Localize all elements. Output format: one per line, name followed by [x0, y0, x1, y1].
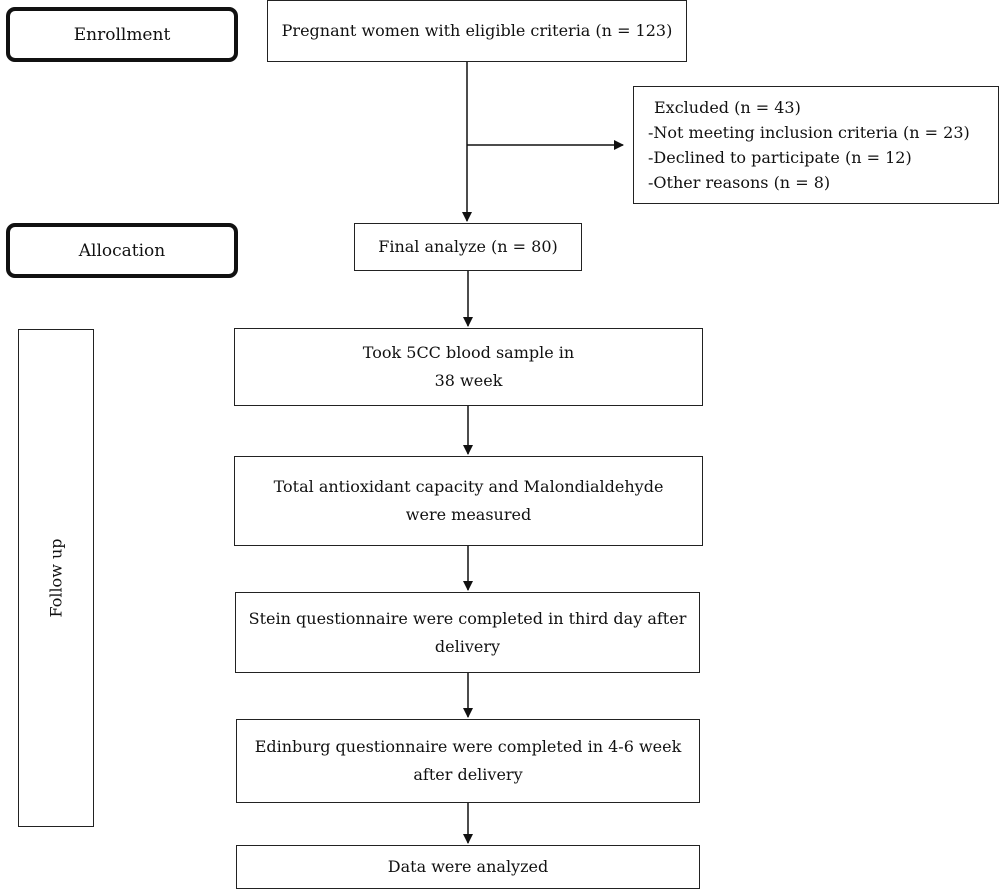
edinburg-line1: Edinburg questionnaire were completed in…: [254, 737, 682, 756]
stein-box: Stein questionnaire were completed in th…: [235, 592, 700, 673]
measured-line1: Total antioxidant capacity and Malondial…: [273, 477, 664, 496]
excluded-item: -Declined to participate (n = 12): [648, 148, 912, 167]
excluded-box: Excluded (n = 43) -Not meeting inclusion…: [633, 86, 999, 204]
stein-line2: delivery: [434, 636, 501, 656]
final-analyze-box: Final analyze (n = 80): [354, 223, 582, 271]
stage-enrollment: Enrollment: [6, 7, 238, 62]
data-analyzed-text: Data were analyzed: [387, 857, 549, 876]
eligible-box: Pregnant women with eligible criteria (n…: [267, 0, 687, 62]
blood-sample-line1: Took 5CC blood sample in: [362, 343, 575, 362]
stage-allocation: Allocation: [6, 223, 238, 278]
excluded-title: Excluded (n = 43): [654, 98, 801, 117]
measured-line2: were measured: [405, 505, 532, 524]
edinburg-box: Edinburg questionnaire were completed in…: [236, 719, 700, 803]
stage-enrollment-label: Enrollment: [73, 24, 171, 45]
excluded-item: -Not meeting inclusion criteria (n = 23): [648, 123, 970, 142]
final-analyze-text: Final analyze (n = 80): [378, 237, 558, 256]
excluded-item: -Other reasons (n = 8): [648, 173, 831, 192]
edinburg-line2: after delivery: [413, 765, 523, 784]
measured-box: Total antioxidant capacity and Malondial…: [234, 456, 703, 546]
blood-sample-box: Took 5CC blood sample in 38 week: [234, 328, 703, 406]
data-analyzed-box: Data were analyzed: [236, 845, 700, 889]
stage-follow-up-label: Follow up: [46, 538, 66, 618]
stein-line1: Stein questionnaire were completed in th…: [248, 608, 687, 628]
stage-follow-up: Follow up: [18, 329, 94, 827]
blood-sample-line2: 38 week: [434, 371, 503, 390]
stage-allocation-label: Allocation: [78, 240, 166, 261]
eligible-text: Pregnant women with eligible criteria (n…: [281, 21, 673, 40]
